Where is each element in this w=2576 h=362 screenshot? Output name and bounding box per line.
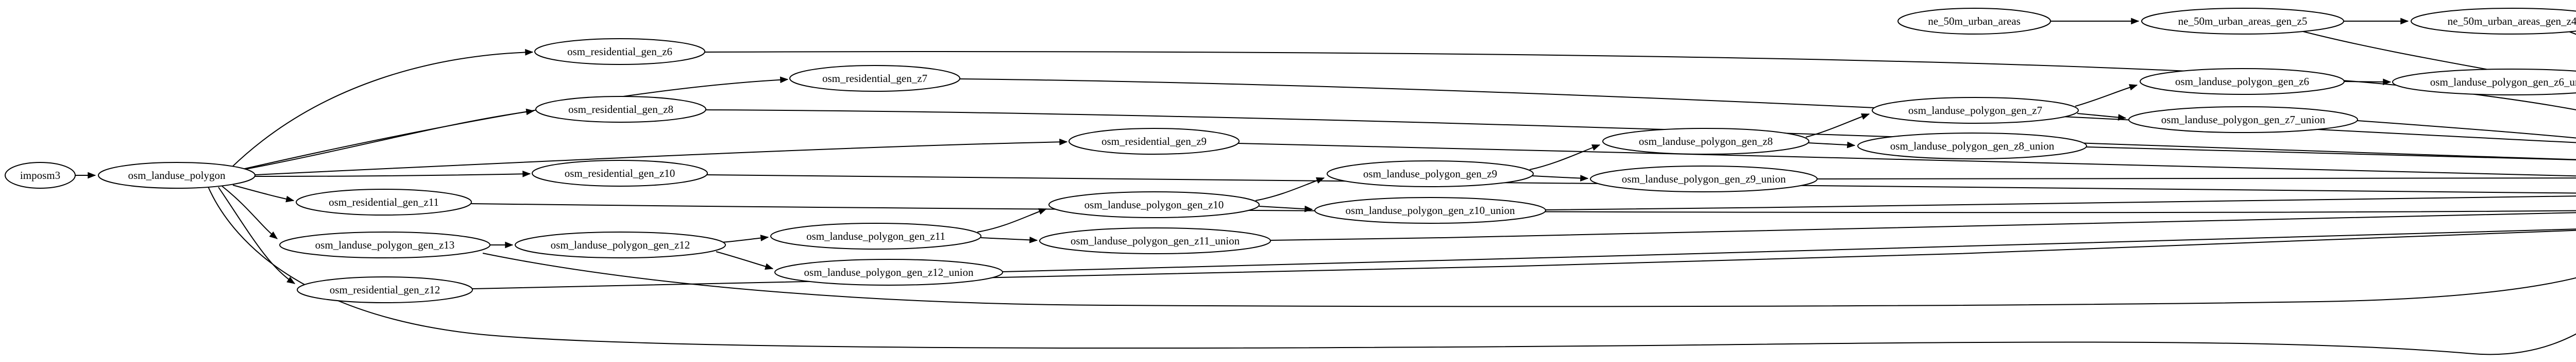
node-osm-residential-gen-z6: osm_residential_gen_z6 [534, 38, 705, 65]
svg-text:osm_landuse_polygon_gen_z7_uni: osm_landuse_polygon_gen_z7_union [2161, 113, 2326, 126]
svg-text:osm_residential_gen_z8: osm_residential_gen_z8 [568, 103, 673, 116]
node-ne-50m-urban-areas: ne_50m_urban_areas [1897, 8, 2051, 35]
edge-osm-landuse-polygon-gen-z13-to-layer-landuse-z13 [482, 253, 2576, 307]
node-ne-50m-urban-areas-gen-z4: ne_50m_urban_areas_gen_z4 [2411, 8, 2576, 35]
svg-text:osm_residential_gen_z10: osm_residential_gen_z10 [565, 167, 675, 179]
svg-text:osm_landuse_polygon_gen_z9_uni: osm_landuse_polygon_gen_z9_union [1622, 173, 1786, 185]
edges [75, 18, 2576, 355]
node-osm-landuse-polygon-gen-z11-union: osm_landuse_polygon_gen_z11_union [1039, 227, 1271, 254]
node-osm-landuse-polygon-gen-z6: osm_landuse_polygon_gen_z6 [2140, 68, 2345, 95]
edge-osm-landuse-polygon-gen-z9-to-osm-landuse-polygon-gen-z8 [1529, 144, 1601, 170]
svg-text:osm_landuse_polygon_gen_z7: osm_landuse_polygon_gen_z7 [1908, 104, 2042, 117]
svg-text:osm_landuse_polygon_gen_z11: osm_landuse_polygon_gen_z11 [806, 230, 945, 242]
svg-text:osm_landuse_polygon_gen_z12_un: osm_landuse_polygon_gen_z12_union [804, 266, 974, 278]
svg-text:osm_residential_gen_z7: osm_residential_gen_z7 [822, 72, 927, 85]
edge-osm-landuse-polygon-gen-z9-to-osm-landuse-polygon-gen-z9-union [1532, 175, 1589, 182]
node-osm-landuse-polygon-gen-z9-union: osm_landuse_polygon_gen_z9_union [1590, 166, 1818, 192]
node-osm-landuse-polygon-gen-z12: osm_landuse_polygon_gen_z12 [515, 232, 726, 258]
edge-osm-landuse-polygon-gen-z12-union-to-layer-landuse-z12 [1002, 228, 2576, 272]
node-osm-landuse-polygon-gen-z6-union: osm_landuse_polygon_gen_z6_union [2392, 69, 2576, 95]
svg-text:osm_landuse_polygon_gen_z8: osm_landuse_polygon_gen_z8 [1639, 135, 1773, 147]
svg-text:osm_landuse_polygon_gen_z9: osm_landuse_polygon_gen_z9 [1363, 168, 1497, 180]
svg-text:osm_landuse_polygon: osm_landuse_polygon [128, 169, 226, 182]
edge-osm-landuse-polygon-gen-z7-to-osm-landuse-polygon-gen-z7-union [2077, 113, 2127, 121]
edge-osm-landuse-polygon-to-osm-residential-gen-z11 [232, 185, 295, 203]
node-osm-landuse-polygon-gen-z7-union: osm_landuse_polygon_gen_z7_union [2128, 106, 2358, 133]
edge-osm-landuse-polygon-to-osm-residential-gen-z9 [255, 138, 1068, 175]
edge-osm-landuse-polygon-gen-z10-union-to-layer-landuse-z10 [1545, 195, 2576, 210]
edge-osm-landuse-polygon-to-layer-landuse-z14 [207, 185, 2576, 355]
svg-text:osm_residential_gen_z12: osm_residential_gen_z12 [330, 284, 440, 296]
node-osm-residential-gen-z12: osm_residential_gen_z12 [297, 276, 473, 303]
edge-osm-landuse-polygon-gen-z9-union-to-layer-landuse-z9 [1817, 177, 2576, 179]
svg-text:osm_residential_gen_z6: osm_residential_gen_z6 [567, 45, 672, 58]
node-osm-landuse-polygon-gen-z10: osm_landuse_polygon_gen_z10 [1048, 191, 1260, 218]
edge-osm-landuse-polygon-to-osm-residential-gen-z10 [255, 170, 531, 177]
edge-osm-landuse-polygon-gen-z12-to-osm-landuse-polygon-gen-z11 [721, 235, 769, 243]
edge-osm-landuse-polygon-gen-z11-to-osm-landuse-polygon-gen-z11-union [980, 236, 1038, 243]
svg-text:osm_landuse_polygon_gen_z6_uni: osm_landuse_polygon_gen_z6_union [2430, 76, 2576, 88]
node-osm-residential-gen-z10: osm_residential_gen_z10 [532, 160, 708, 187]
edge-osm-landuse-polygon-gen-z11-to-osm-landuse-polygon-gen-z10 [977, 208, 1047, 233]
node-osm-residential-gen-z7: osm_residential_gen_z7 [789, 65, 960, 92]
svg-text:osm_residential_gen_z9: osm_residential_gen_z9 [1101, 135, 1207, 147]
edge-osm-landuse-polygon-to-osm-residential-gen-z12 [218, 187, 296, 284]
edge-osm-landuse-polygon-to-osm-landuse-polygon-gen-z13 [222, 186, 278, 239]
edge-osm-landuse-polygon-gen-z10-to-osm-landuse-polygon-gen-z10-union [1259, 205, 1313, 212]
edge-osm-landuse-polygon-gen-z8-to-osm-landuse-polygon-gen-z7 [1805, 113, 1870, 138]
edge-osm-landuse-polygon-to-osm-residential-gen-z7 [242, 76, 789, 170]
node-osm-residential-gen-z8: osm_residential_gen_z8 [535, 96, 706, 123]
node-osm-residential-gen-z9: osm_residential_gen_z9 [1069, 128, 1240, 155]
edge-osm-landuse-polygon-gen-z12-to-osm-landuse-polygon-gen-z12-union [716, 251, 774, 270]
edge-osm-landuse-polygon-gen-z7-union-to-layer-landuse-z7 [2357, 120, 2576, 139]
node-osm-landuse-polygon-gen-z8-union: osm_landuse_polygon_gen_z8_union [1857, 133, 2087, 159]
svg-text:imposm3: imposm3 [20, 169, 60, 182]
edge-osm-landuse-polygon-gen-z8-to-osm-landuse-polygon-gen-z8-union [1808, 141, 1856, 149]
edge-osm-residential-gen-z11-to-layer-landuse-z11 [471, 203, 2576, 213]
svg-text:osm_landuse_polygon_gen_z10: osm_landuse_polygon_gen_z10 [1084, 199, 1224, 211]
svg-text:osm_landuse_polygon_gen_z12: osm_landuse_polygon_gen_z12 [551, 239, 690, 251]
svg-text:osm_landuse_polygon_gen_z11_un: osm_landuse_polygon_gen_z11_union [1071, 235, 1240, 247]
node-osm-landuse-polygon-gen-z13: osm_landuse_polygon_gen_z13 [279, 232, 490, 258]
node-osm-landuse-polygon: osm_landuse_polygon [98, 162, 256, 189]
svg-text:ne_50m_urban_areas_gen_z5: ne_50m_urban_areas_gen_z5 [2178, 15, 2308, 27]
node-osm-landuse-polygon-gen-z10-union: osm_landuse_polygon_gen_z10_union [1314, 197, 1546, 224]
edge-osm-landuse-polygon-gen-z7-to-osm-landuse-polygon-gen-z6 [2075, 84, 2138, 107]
svg-text:osm_landuse_polygon_gen_z8_uni: osm_landuse_polygon_gen_z8_union [1890, 140, 2055, 152]
node-osm-landuse-polygon-gen-z12-union: osm_landuse_polygon_gen_z12_union [774, 259, 1003, 286]
edge-osm-residential-gen-z10-to-layer-landuse-z10 [706, 174, 2576, 194]
edge-osm-landuse-polygon-to-osm-residential-gen-z6 [231, 49, 534, 168]
node-osm-residential-gen-z11: osm_residential_gen_z11 [296, 189, 472, 216]
svg-text:osm_landuse_polygon_gen_z13: osm_landuse_polygon_gen_z13 [315, 239, 455, 251]
node-osm-landuse-polygon-gen-z7: osm_landuse_polygon_gen_z7 [1872, 97, 2079, 124]
node-osm-landuse-polygon-gen-z9: osm_landuse_polygon_gen_z9 [1327, 160, 1534, 187]
edge-osm-landuse-polygon-to-osm-residential-gen-z8 [237, 108, 535, 171]
svg-text:ne_50m_urban_areas: ne_50m_urban_areas [1928, 15, 2021, 27]
svg-text:osm_landuse_polygon_gen_z10_un: osm_landuse_polygon_gen_z10_union [1346, 204, 1515, 217]
edge-osm-residential-gen-z6-to-layer-landuse-z6 [703, 51, 2576, 110]
svg-text:osm_residential_gen_z11: osm_residential_gen_z11 [329, 196, 439, 208]
svg-text:ne_50m_urban_areas_gen_z4: ne_50m_urban_areas_gen_z4 [2448, 15, 2576, 27]
edge-osm-landuse-polygon-gen-z10-to-osm-landuse-polygon-gen-z9 [1255, 177, 1325, 201]
node-ne-50m-urban-areas-gen-z5: ne_50m_urban_areas_gen_z5 [2141, 8, 2344, 35]
svg-text:osm_landuse_polygon_gen_z6: osm_landuse_polygon_gen_z6 [2175, 75, 2309, 88]
edge-osm-landuse-polygon-gen-z8-union-to-layer-landuse-z8 [2086, 146, 2576, 161]
node-osm-landuse-polygon-gen-z11: osm_landuse_polygon_gen_z11 [770, 223, 981, 250]
node-osm-landuse-polygon-gen-z8: osm_landuse_polygon_gen_z8 [1602, 128, 1809, 155]
node-imposm3: imposm3 [5, 162, 76, 189]
